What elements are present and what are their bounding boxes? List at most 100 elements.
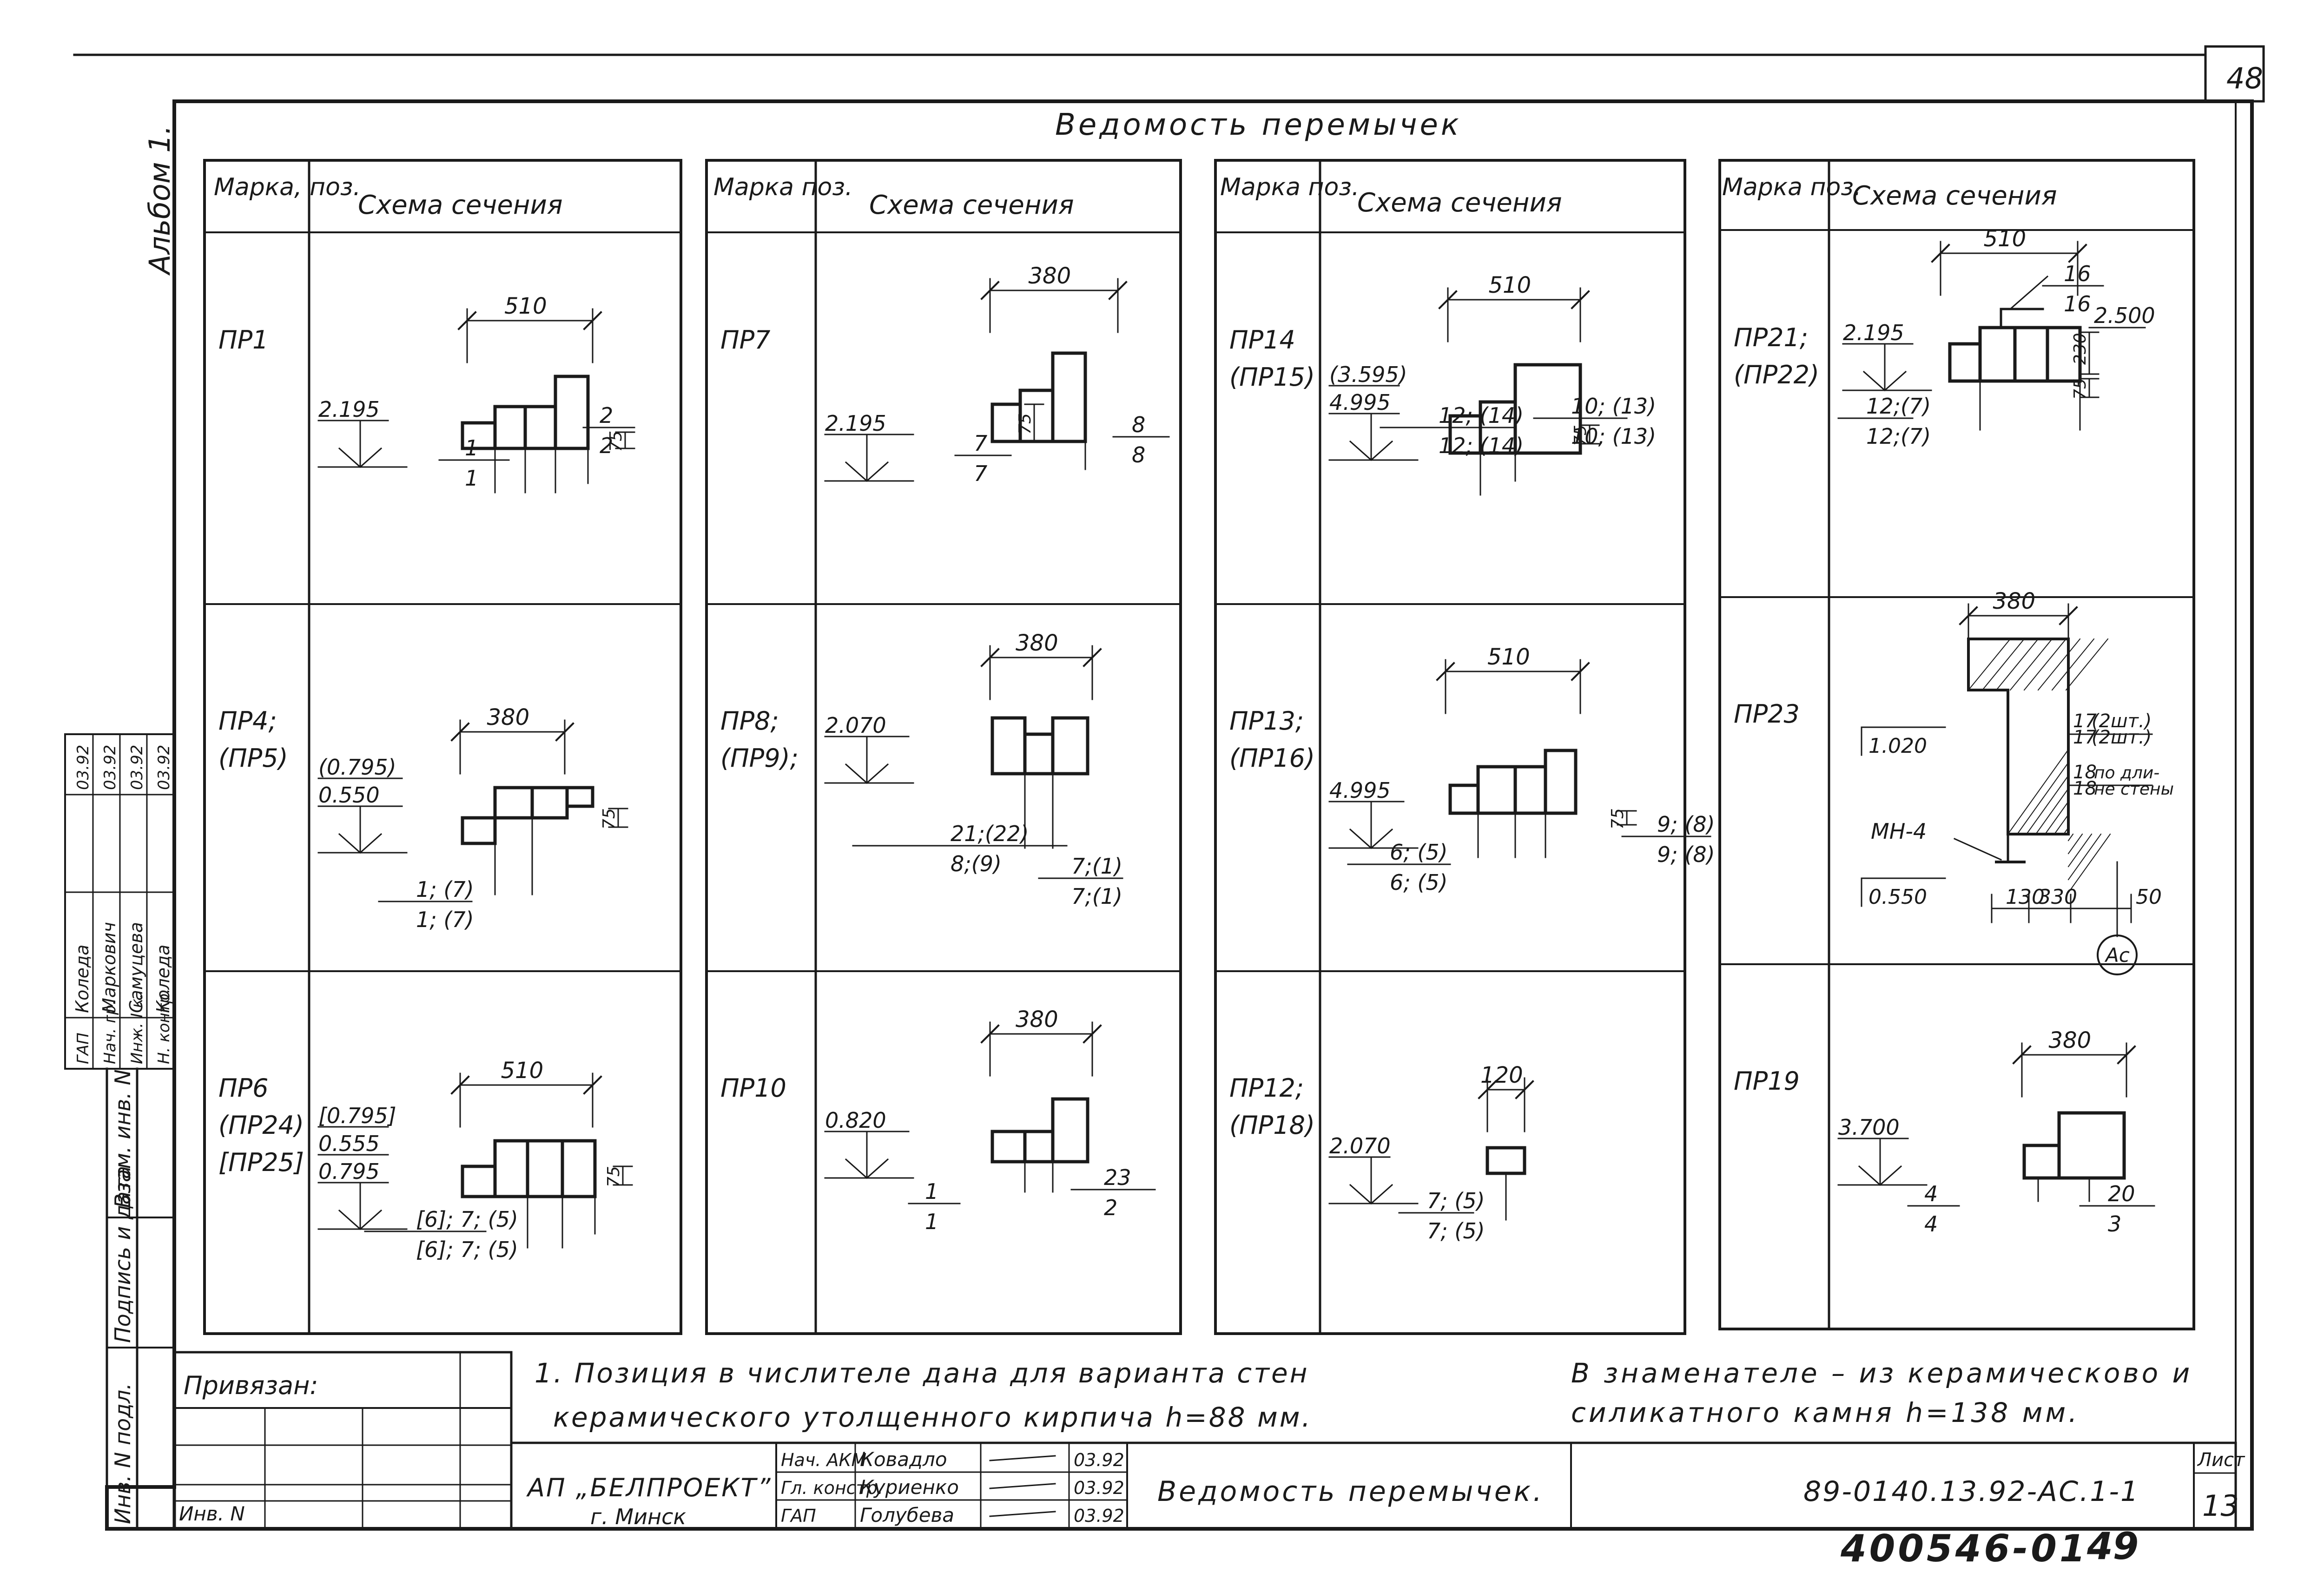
lintel-block [1978,326,2017,383]
position-mark: ПР19 [1734,1066,1800,1096]
height-dimension: 75 [607,431,626,452]
position-mark: (ПР18) [1229,1111,1315,1140]
callout-denominator: 1 [925,1209,938,1234]
lintel-block [1948,342,1982,383]
lintel-block [1486,1146,1526,1175]
approver-role: ГАП [781,1506,816,1526]
callout-denominator: 16 [2064,291,2091,316]
callout: 17 [2073,710,2097,732]
table-frame-2 [705,159,1182,1335]
approver-date: 03.92 [1074,1478,1124,1498]
mark-cell: ПР12; (ПР18) [1229,1073,1315,1140]
stamp-number: 49 [2086,1525,2139,1568]
signature-date: 03.92 [74,745,92,790]
signature-date: 03.92 [155,745,173,790]
header-scheme: Схема сечения [869,190,1074,220]
callout-numerator: 1 [465,435,478,460]
callout-denominator: 1 [465,466,478,491]
approver-role: Гл. констр. [781,1478,883,1498]
level-mark: (3.595) [1329,362,1407,387]
header-mark: Марка поз. [1722,173,1862,201]
lintel-block [493,405,527,450]
callout-numerator: [6]; 7; (5) [416,1207,518,1232]
mark-cell: ПР1 [218,325,269,355]
height-dimension: 75 [600,808,619,829]
lintel-block [565,786,594,808]
height-dimension: 230 [2071,333,2090,365]
header-mark: Марка поз. [713,173,853,201]
callout-denominator: 6; (5) [1390,870,1448,895]
level-mark: 4.995 [1329,778,1391,803]
sheet-number: 13 [2202,1489,2239,1523]
mark-cell: ПР13;(ПР16) [1229,706,1315,773]
note1-line1: 1. Позиция в числителе дана для варианта… [535,1357,1309,1389]
signature-date: 03.92 [128,745,146,790]
note1-line2: керамического утолщенного кирпича h=88 м… [553,1401,1312,1433]
position-mark: [ПР25] [218,1148,304,1177]
height-dimension: 75 [1608,808,1627,829]
callout-numerator: 4 [1924,1181,1938,1206]
mark-cell: ПР19 [1734,1066,1800,1096]
lintel-block [493,786,534,820]
lintel-block [1023,732,1055,776]
org-name: АП „БЕЛПРОЕКТ” [526,1473,772,1502]
callout-denominator: 10; (13) [1571,424,1656,449]
lintel-block [1448,783,1480,815]
position-mark: ПР14 [1229,325,1295,355]
position-mark: ПР10 [720,1073,786,1103]
mark-cell: ПР4;(ПР5) [218,706,288,773]
height-dimension: 75 [2071,378,2090,400]
callout-denominator: [6]; 7; (5) [416,1237,518,1262]
callout: (2шт.) [2092,710,2152,732]
callout-numerator: 8 [1132,412,1145,437]
mark-cell: ПР21;(ПР22) [1734,323,1819,389]
position-mark: (ПР22) [1734,360,1819,389]
signature-date: 03.92 [101,745,119,790]
lintel-block [530,786,569,820]
mark-cell: ПР6(ПР24)[ПР25] [218,1073,304,1177]
position-mark: (ПР24) [218,1111,304,1140]
level-mark: [0.795] [318,1103,396,1128]
mark-cell: ПР8;(ПР9); [720,706,799,773]
doc-title: Ведомость перемычек. [1157,1475,1544,1508]
table-frame-1 [203,159,682,1335]
level-mark: 2.500 [2094,303,2155,328]
callout-numerator: 16 [2064,261,2091,286]
dimension-label: 380 [1016,630,1058,656]
privyazan-label: Привязан: [184,1371,318,1400]
header-table-3: Марка поз. Схема сечения [1220,173,1562,218]
callout-numerator: 12;(7) [1866,394,1931,419]
lintel-block [561,1139,597,1198]
header-mark: Марка, поз. [214,173,361,201]
callout-numerator: 6; (5) [1390,840,1448,865]
callout-denominator: 8 [1132,442,1145,467]
callout-numerator: 1; (7) [416,877,474,902]
approver-name: Голубева [860,1504,954,1526]
dimension-label: 380 [487,704,530,730]
header-scheme: Схема сечения [1852,181,2057,211]
level-mark: 0.550 [1868,885,1927,909]
dimension-label: 510 [1984,226,2027,252]
callout-denominator: 3 [2108,1211,2121,1237]
mark-cell: ПР7 [720,325,771,355]
mark-cell: ПР23 [1734,699,1800,729]
lintel-block [2046,326,2082,383]
lintel-block [493,1139,529,1198]
approver-date: 03.92 [1074,1506,1124,1526]
approver-name: Куриенко [860,1476,959,1499]
lintel-block [1544,749,1578,815]
signature-role: Н. контр. [155,988,173,1064]
callout: 17 [2073,727,2097,748]
dimension-label: 510 [1489,272,1532,298]
callout-numerator: 7 [974,431,987,456]
callout-numerator: 9; (8) [1657,812,1715,837]
position-mark: ПР12; [1229,1073,1304,1103]
anchor-label: МН-4 [1871,819,1927,844]
dimension-label: 380 [2049,1027,2092,1053]
notes: 1. Позиция в числителе дана для варианта… [535,1357,2190,1433]
dimension-label: 510 [504,293,547,319]
doc-code: 89-0140.13.92-АС.1-1 [1803,1475,2139,1508]
